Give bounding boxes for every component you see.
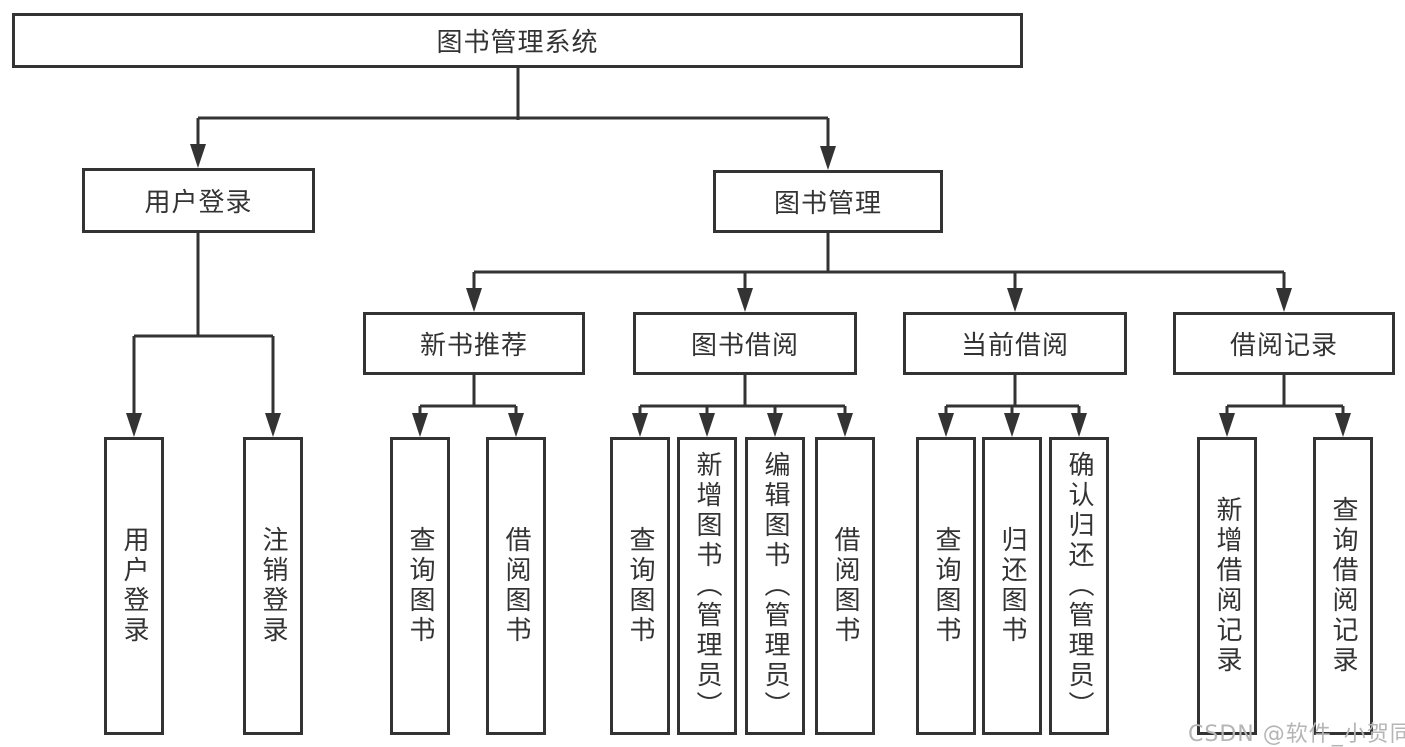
csdn-watermark: CSDN @软件_小贺同学 [1188, 722, 1405, 747]
leaf-edit-books-admin: 编辑图书（管理员） [745, 437, 805, 735]
node-book-management: 图书管理 [713, 170, 943, 233]
leaf-query-borrow-record: 查询借阅记录 [1313, 437, 1373, 735]
node-root-system: 图书管理系统 [12, 13, 1023, 68]
node-borrowing-records: 借阅记录 [1173, 312, 1395, 375]
leaf-add-books-admin: 新增图书（管理员） [677, 437, 737, 735]
arrowheads [126, 144, 1351, 437]
leaf-query-books-recommend: 查询图书 [390, 437, 450, 735]
leaf-borrow-books-recommend: 借阅图书 [486, 437, 546, 735]
leaf-return-books: 归还图书 [982, 437, 1042, 735]
node-user-login: 用户登录 [82, 168, 315, 233]
node-new-book-recommend: 新书推荐 [363, 312, 585, 375]
leaf-query-books-current: 查询图书 [916, 437, 976, 735]
node-book-borrowing: 图书借阅 [633, 312, 857, 375]
leaf-borrow-books: 借阅图书 [815, 437, 875, 735]
leaf-add-borrow-record: 新增借阅记录 [1197, 437, 1257, 735]
tree-edges [132, 68, 1345, 417]
leaf-user-login: 用户登录 [104, 437, 164, 735]
leaf-confirm-return-admin: 确认归还（管理员） [1049, 437, 1109, 735]
node-current-borrowing: 当前借阅 [903, 312, 1127, 375]
leaf-query-books-borrowing: 查询图书 [610, 437, 670, 735]
leaf-logout: 注销登录 [243, 437, 303, 735]
